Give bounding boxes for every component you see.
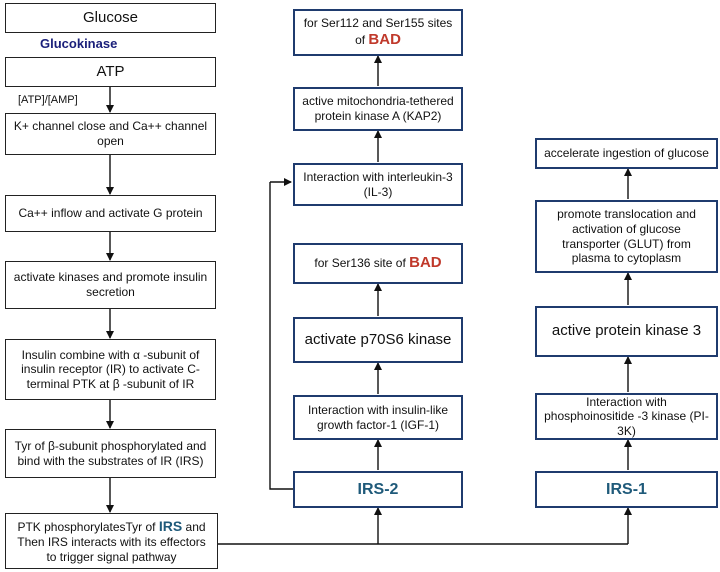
il3-box: Interaction with interleukin-3 (IL-3) [293, 163, 463, 206]
ser112-text-a: for Ser112 and Ser155 sites of [303, 16, 453, 47]
ser136-text: for Ser136 site of BAD [314, 254, 441, 272]
glucose-box: Glucose [5, 3, 216, 33]
ptk-text-a: PTK phosphorylatesTyr of [17, 519, 159, 534]
ca-inflow-box: Ca++ inflow and activate G protein [5, 195, 216, 232]
atp-box: ATP [5, 57, 216, 87]
ser112-bad-label: BAD [368, 30, 401, 48]
k-channel-box: K+ channel close and Ca++ channel open [5, 113, 216, 155]
ser136-bad-label: BAD [409, 254, 442, 272]
glucose-ingestion-box: accelerate ingestion of glucose [535, 138, 718, 169]
ptk-phosphorylates-box: PTK phosphorylatesTyr of IRS and Then IR… [5, 513, 218, 569]
kinases-box: activate kinases and promote insulin sec… [5, 261, 216, 309]
irs2-box: IRS-2 [293, 471, 463, 508]
pi3k-box: Interaction with phosphoinositide -3 kin… [535, 393, 718, 440]
irs1-box: IRS-1 [535, 471, 718, 508]
glut-translocation-box: promote translocation and activation of … [535, 200, 718, 273]
ser112-text: for Ser112 and Ser155 sites of BAD [301, 16, 455, 49]
glucokinase-label: Glucokinase [40, 36, 118, 51]
ser112-bad-box: for Ser112 and Ser155 sites of BAD [293, 9, 463, 56]
ser136-bad-box: for Ser136 site of BAD [293, 243, 463, 284]
ptk-text-b: and Then IRS interacts with its effector… [17, 519, 206, 564]
atp-amp-ratio-label: [ATP]/[AMP] [18, 94, 78, 106]
protein-kinase-3-box: active protein kinase 3 [535, 306, 718, 357]
kap2-box: active mitochondria-tethered protein kin… [293, 87, 463, 131]
ptk-text: PTK phosphorylatesTyr of IRS and Then IR… [12, 518, 211, 564]
insulin-combine-box: Insulin combine with α -subunit of insul… [5, 339, 216, 400]
ser136-text-a: for Ser136 site of [314, 256, 410, 271]
p70s6-kinase-box: activate p70S6 kinase [293, 317, 463, 363]
igf1-box: Interaction with insulin-like growth fac… [293, 395, 463, 440]
tyr-phosphorylated-box: Tyr of β-subunit phosphorylated and bind… [5, 429, 216, 478]
ptk-irs-label: IRS [158, 517, 183, 534]
